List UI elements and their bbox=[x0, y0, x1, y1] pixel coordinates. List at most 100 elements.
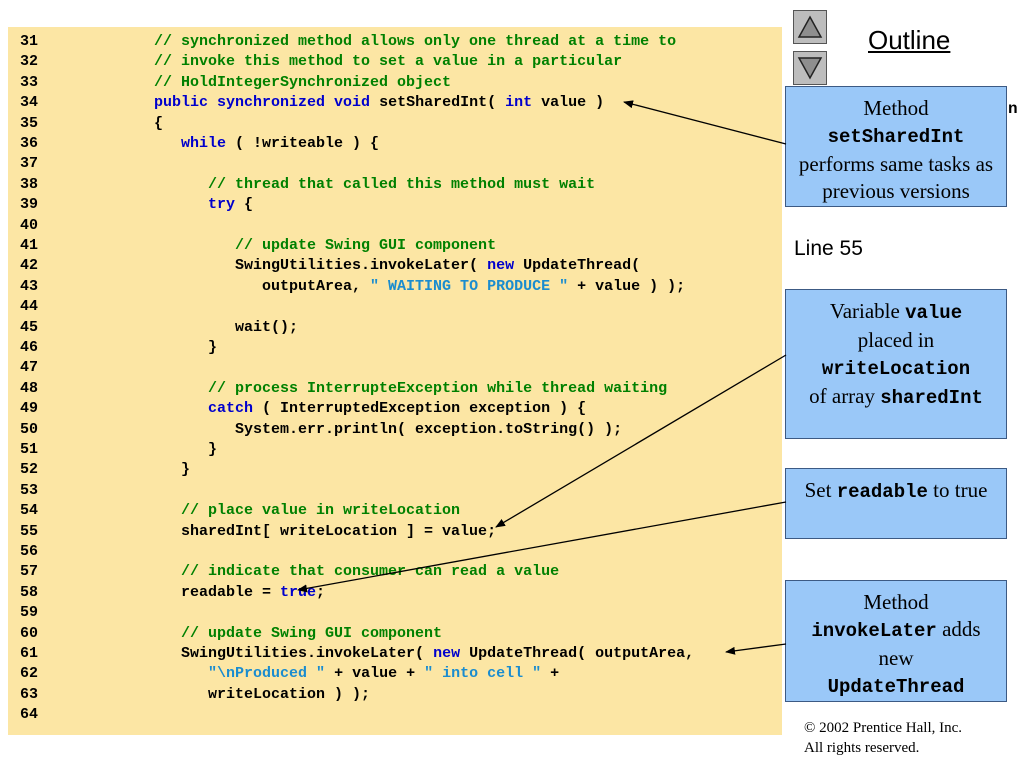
line-number: 46 bbox=[20, 339, 39, 356]
callout-code: invokeLater bbox=[811, 620, 937, 642]
code-token-keyword: catch bbox=[208, 400, 254, 418]
line-number: 59 bbox=[20, 604, 39, 622]
code-text: // HoldIntegerSynchronized object bbox=[100, 73, 451, 93]
line-number: 60 bbox=[20, 624, 39, 642]
arrow-line bbox=[495, 354, 787, 528]
callout-variable-value: Variable value placed in writeLocation o… bbox=[785, 289, 1007, 439]
code-token-string: " WAITING TO PRODUCE " bbox=[370, 277, 569, 295]
code-text: try { bbox=[100, 195, 253, 215]
line-number: 31 bbox=[20, 33, 39, 50]
callout-method-setsharedint: Method setSharedInt performs same tasks … bbox=[785, 86, 1007, 207]
next-slide-button[interactable] bbox=[793, 51, 827, 85]
code-token-keyword: while bbox=[181, 135, 227, 152]
code-token-string: " into cell " bbox=[424, 665, 542, 683]
code-token-string: "\nProduced " bbox=[208, 665, 326, 683]
code-token-plain: ; bbox=[316, 583, 326, 601]
code-text: outputArea, " WAITING TO PRODUCE " + val… bbox=[100, 277, 685, 297]
line-number: 57 bbox=[20, 563, 39, 581]
callout-text: placed in bbox=[857, 328, 935, 352]
code-text: writeLocation ) ); bbox=[100, 685, 370, 705]
code-token-plain: } bbox=[100, 339, 218, 356]
code-token-plain: System.err.println( exception.toString()… bbox=[100, 420, 623, 438]
callout-code: sharedInt bbox=[880, 387, 983, 409]
code-token-plain: SwingUtilities.invokeLater( bbox=[100, 645, 434, 662]
code-text: "\nProduced " + value + " into cell " + bbox=[100, 664, 559, 684]
triangle-up-icon bbox=[797, 15, 823, 38]
line-number: 47 bbox=[20, 359, 39, 377]
code-text: public synchronized void setSharedInt( i… bbox=[100, 93, 604, 113]
code-text: } bbox=[100, 460, 190, 480]
line-number: 44 bbox=[20, 298, 39, 316]
line-number: 49 bbox=[20, 400, 39, 418]
code-token-comment: // thread that called this method must w… bbox=[100, 175, 596, 193]
code-token-keyword: try bbox=[208, 196, 236, 214]
code-token-plain: UpdateThread( outputArea, bbox=[460, 645, 695, 662]
line-number: 33 bbox=[20, 73, 39, 91]
code-text: // thread that called this method must w… bbox=[100, 175, 595, 195]
code-text: // update Swing GUI component bbox=[100, 236, 496, 256]
code-token-comment: // process InterrupteException while thr… bbox=[100, 379, 668, 397]
outline-link[interactable]: Outline bbox=[868, 25, 951, 55]
code-token-keyword: new bbox=[487, 257, 515, 275]
code-text: catch ( InterruptedException exception )… bbox=[100, 399, 586, 419]
line-number: 48 bbox=[20, 379, 39, 397]
code-token-comment: // HoldIntegerSynchronized object bbox=[100, 73, 452, 91]
code-token-plain: readable = bbox=[100, 583, 281, 601]
callout-text: adds new bbox=[878, 617, 981, 670]
code-token-comment: // invoke this method to set a value in … bbox=[100, 53, 623, 71]
line-number: 61 bbox=[20, 645, 39, 662]
code-token-plain: + bbox=[541, 665, 560, 683]
arrow-line bbox=[623, 100, 787, 145]
line-number: 58 bbox=[20, 583, 39, 601]
code-listing: 31 // synchronized method allows only on… bbox=[8, 27, 782, 735]
line-number: 43 bbox=[20, 277, 39, 295]
copyright-line: © 2002 Prentice Hall, Inc. bbox=[804, 720, 963, 736]
code-token-plain: { bbox=[100, 114, 164, 132]
partially-hidden-text: n bbox=[1008, 100, 1018, 118]
code-token-plain: + value + bbox=[325, 665, 425, 683]
arrow-line bbox=[297, 501, 787, 593]
callout-code: UpdateThread bbox=[827, 676, 965, 698]
code-text: // process InterrupteException while thr… bbox=[100, 379, 667, 399]
line-number: 53 bbox=[20, 481, 39, 499]
line-number: 63 bbox=[20, 685, 39, 703]
code-token-keyword: public synchronized void bbox=[154, 94, 371, 112]
line-number: 38 bbox=[20, 175, 39, 193]
line-number: 51 bbox=[20, 441, 39, 458]
code-token-keyword: new bbox=[433, 645, 461, 662]
line-number: 39 bbox=[20, 196, 39, 214]
code-text: } bbox=[100, 338, 217, 358]
code-text: // invoke this method to set a value in … bbox=[100, 52, 622, 72]
line-number: 50 bbox=[20, 420, 39, 438]
line-number: 32 bbox=[20, 53, 39, 71]
callout-code: setSharedInt bbox=[827, 126, 965, 148]
callout-text: of array bbox=[809, 384, 875, 408]
copyright-notice: © 2002 Prentice Hall, Inc. All rights re… bbox=[804, 718, 962, 758]
code-text: } bbox=[100, 440, 217, 460]
copyright-line: All rights reserved. bbox=[804, 740, 920, 756]
code-text: sharedInt[ writeLocation ] = value; bbox=[100, 522, 496, 542]
code-text: SwingUtilities.invokeLater( new UpdateTh… bbox=[100, 644, 694, 664]
line-number: 56 bbox=[20, 543, 39, 560]
code-text: while ( !writeable ) { bbox=[100, 134, 379, 154]
code-token-plain: UpdateThread( bbox=[514, 257, 641, 275]
code-token-comment: // place value in writeLocation bbox=[100, 502, 461, 520]
code-token-plain: + value ) ); bbox=[568, 277, 686, 295]
line-number: 35 bbox=[20, 114, 39, 132]
line-number: 41 bbox=[20, 237, 39, 254]
line-number: 54 bbox=[20, 502, 39, 520]
callout-text: Set bbox=[804, 478, 832, 502]
arrow-line bbox=[725, 643, 787, 655]
code-token-plain: SwingUtilities.invokeLater( bbox=[100, 257, 488, 275]
callout-code: writeLocation bbox=[821, 358, 971, 380]
code-text: wait(); bbox=[100, 318, 298, 338]
callout-text: performs same tasks as previous versions bbox=[798, 152, 994, 203]
callout-text: Method bbox=[863, 590, 929, 614]
code-token-plain: { bbox=[235, 196, 254, 214]
line-number: 64 bbox=[20, 706, 39, 724]
code-text: // update Swing GUI component bbox=[100, 624, 442, 644]
code-token-comment: // synchronized method allows only one t… bbox=[100, 33, 677, 50]
callout-set-readable: Set readable to true bbox=[785, 468, 1007, 539]
previous-slide-button[interactable] bbox=[793, 10, 827, 44]
callout-text: to true bbox=[933, 478, 988, 502]
